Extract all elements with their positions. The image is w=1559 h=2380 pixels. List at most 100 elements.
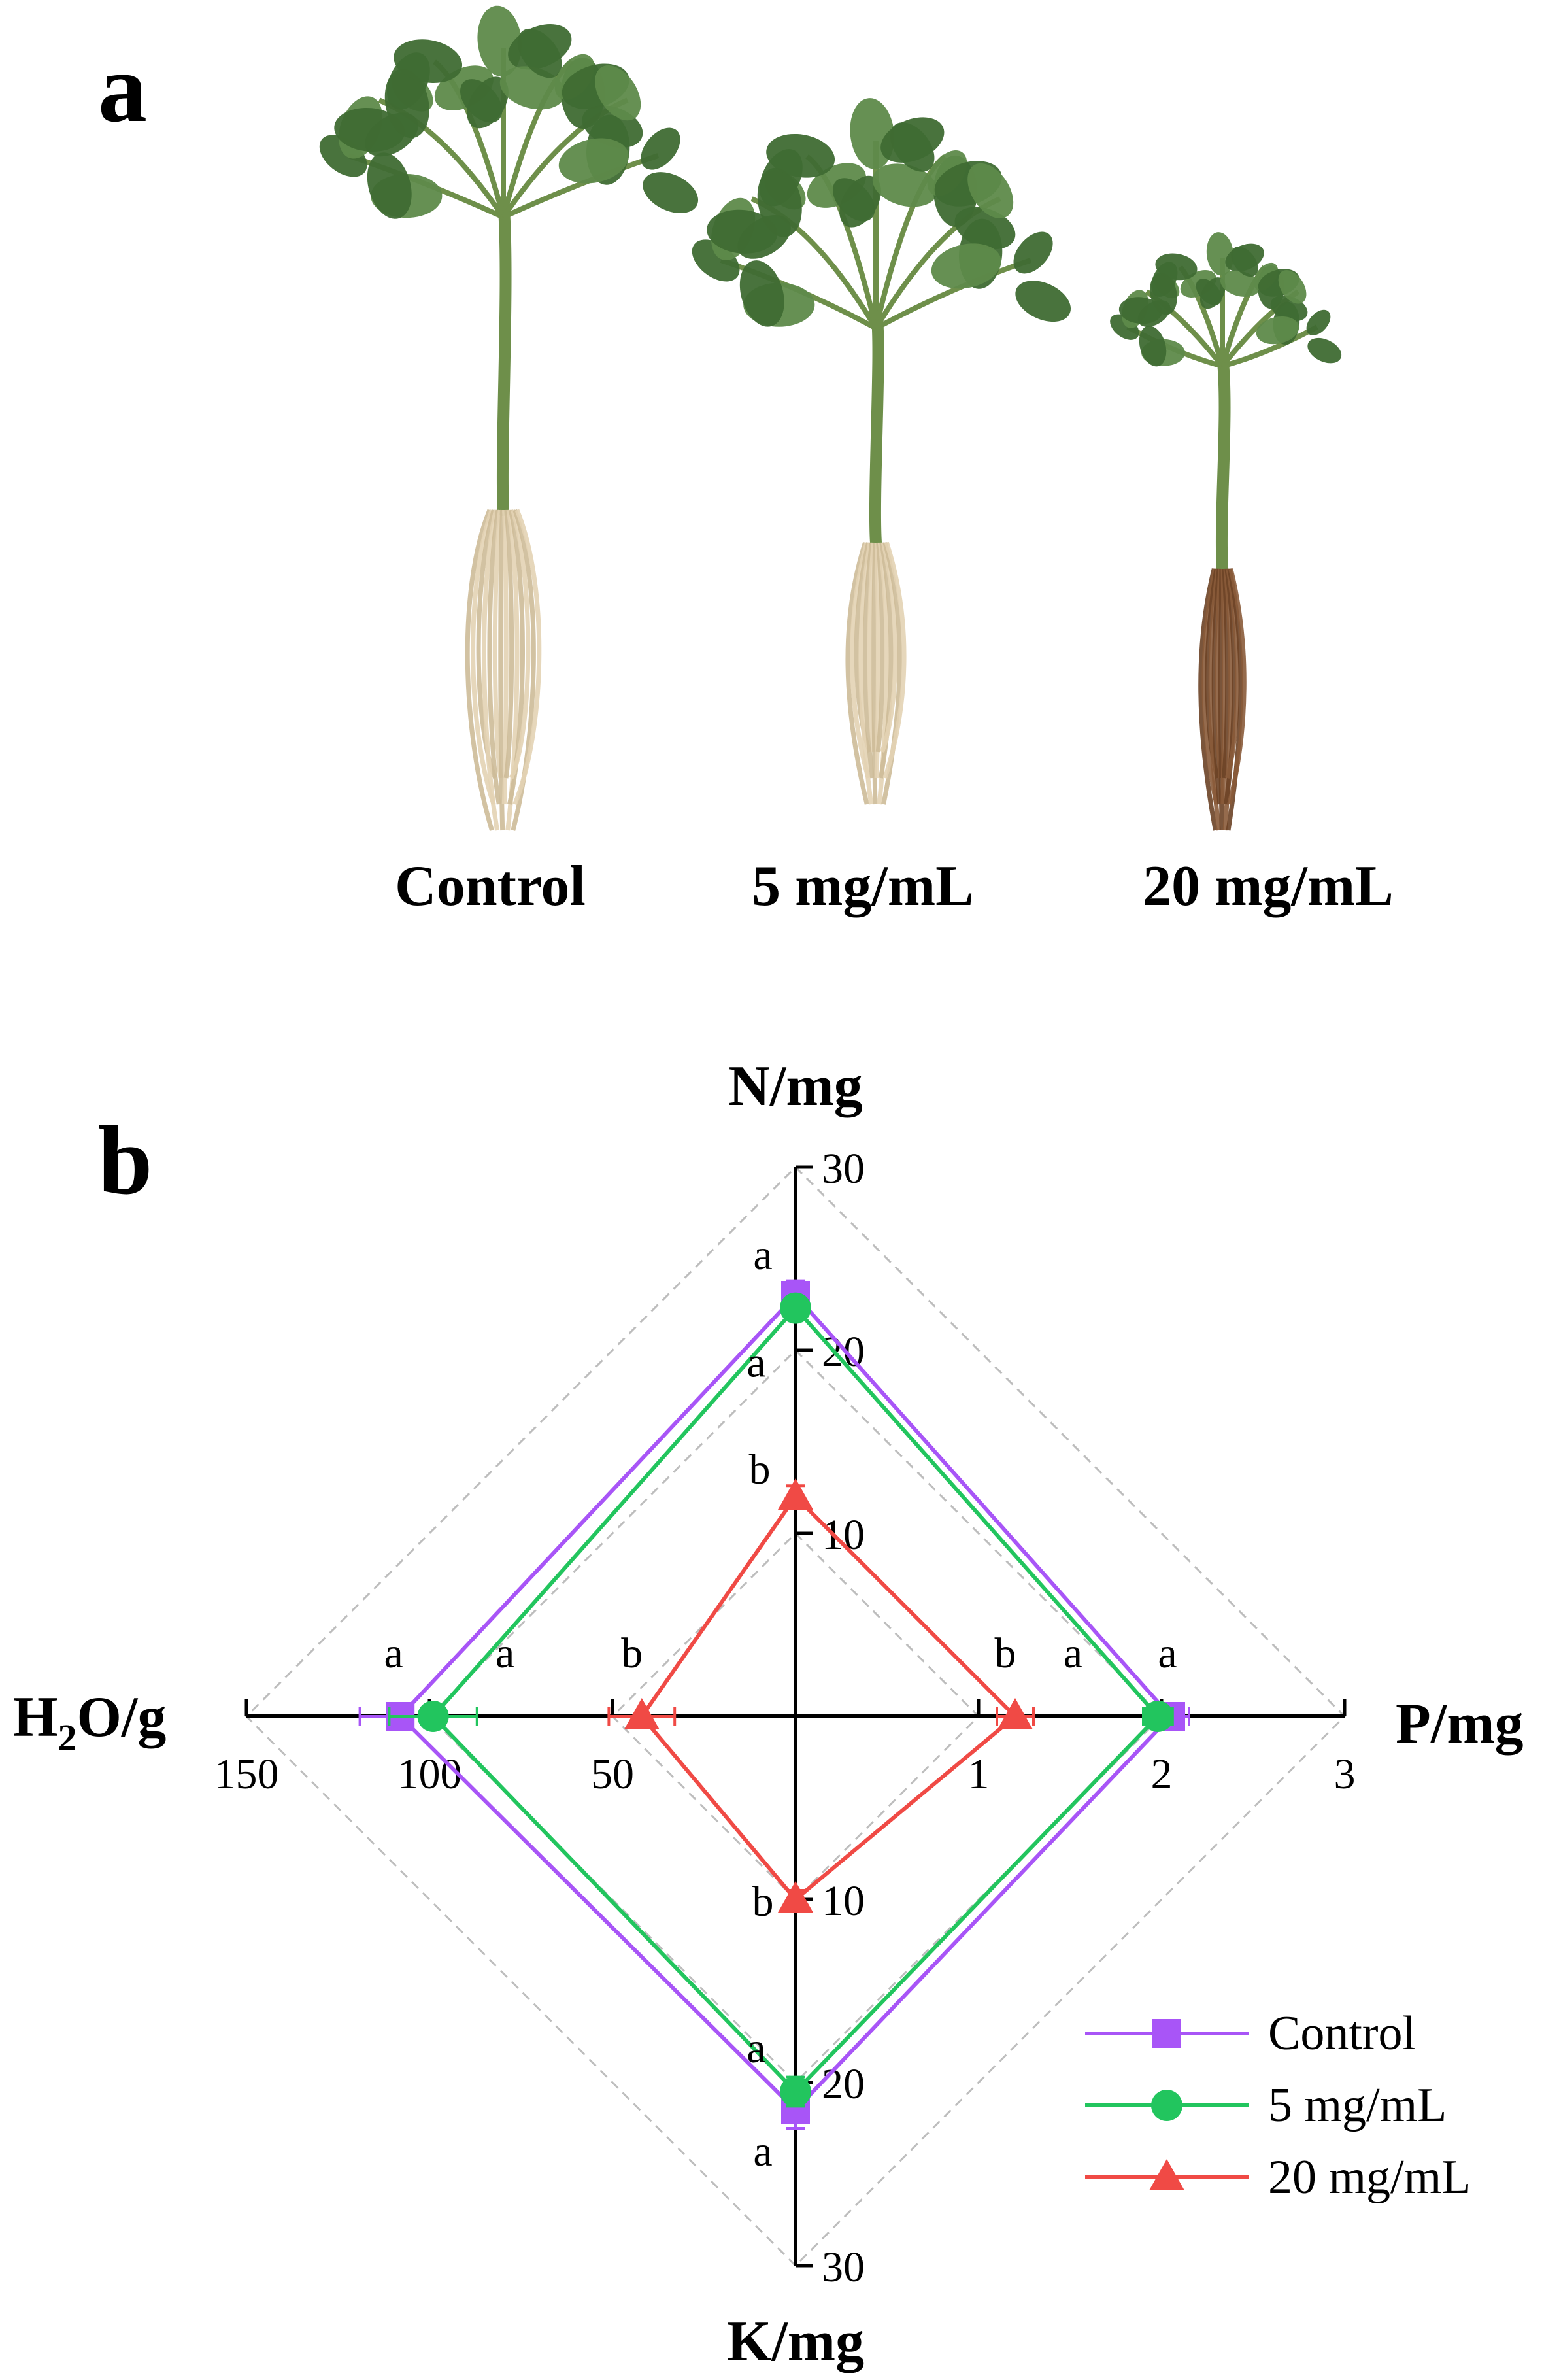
plant-root xyxy=(465,509,494,832)
plant-leaf xyxy=(394,39,463,84)
significance-letter: b xyxy=(995,1629,1016,1677)
plant-root xyxy=(481,509,500,831)
plant-label-control: Control xyxy=(395,855,586,918)
series-line xyxy=(397,1292,1174,2113)
marker-circle xyxy=(1142,1701,1174,1732)
axis-name-n: N/mg xyxy=(728,1055,862,1118)
plant-root xyxy=(498,509,505,831)
significance-letter: b xyxy=(749,1446,771,1493)
plant-root xyxy=(1227,568,1247,805)
plant-photo xyxy=(319,5,1342,832)
plant-leaf xyxy=(839,175,881,228)
panel-b-letter: b xyxy=(98,1106,153,1215)
marker-circle xyxy=(780,2076,811,2107)
series-20-mg-ml xyxy=(607,1478,1035,1912)
significance-letter: a xyxy=(495,1629,514,1677)
axis-name-k: K/mg xyxy=(727,2310,864,2373)
plant-stem xyxy=(496,196,512,516)
plant-20mg xyxy=(1110,232,1342,831)
plant-leaf xyxy=(1199,277,1226,309)
marker-circle xyxy=(780,1292,811,1324)
plant-root xyxy=(858,542,874,805)
marker-triangle xyxy=(778,1478,813,1510)
radar-tick-label: 2 xyxy=(1151,1750,1173,1798)
plant-control xyxy=(319,5,699,832)
legend-marker-circle xyxy=(1151,2090,1182,2121)
axis-name-h2o: H2O/g xyxy=(13,1686,166,1759)
radar-tick-label: 100 xyxy=(397,1750,462,1798)
radar-tick-label: 50 xyxy=(591,1750,634,1798)
plant-leaf xyxy=(766,133,835,178)
plant-5mg xyxy=(692,98,1071,805)
plant-root xyxy=(862,542,875,779)
plant-root xyxy=(471,509,496,806)
plant-root xyxy=(845,541,869,805)
legend-marker-square xyxy=(1152,2019,1181,2048)
significance-letter: a xyxy=(746,2024,765,2072)
plant-leaf xyxy=(1139,326,1167,367)
plant-leaf xyxy=(558,138,629,184)
plant-root xyxy=(503,509,514,779)
radar-tick-label: 30 xyxy=(822,1145,865,1193)
plant-branch xyxy=(502,153,660,220)
plant-root xyxy=(882,541,907,779)
plant-leaf xyxy=(1306,309,1331,335)
plant-leaf xyxy=(1231,246,1258,277)
plant-leaf xyxy=(739,260,784,327)
plant-label-20mg: 20 mg/mL xyxy=(1143,855,1394,918)
radar-tick-label: 1 xyxy=(968,1750,990,1798)
plant-root xyxy=(880,542,898,753)
plant-leaf xyxy=(1118,297,1162,324)
plant-root xyxy=(850,542,871,779)
significance-letter: a xyxy=(746,1339,765,1387)
plant-leaf xyxy=(872,163,938,207)
plant-leaf xyxy=(643,172,699,214)
radar-tick-label: 10 xyxy=(822,1511,865,1559)
plant-leaf xyxy=(1015,280,1071,322)
legend-label: 20 mg/mL xyxy=(1268,2150,1471,2204)
plant-leaf xyxy=(467,76,509,129)
plant-label-5mg: 5 mg/mL xyxy=(752,855,974,918)
radar-tick-label: 10 xyxy=(822,1877,865,1925)
plant-leaf xyxy=(890,122,935,172)
plant-leaf xyxy=(931,243,1001,289)
plant-leaf xyxy=(1307,337,1342,364)
radar-tick-label: 30 xyxy=(822,2243,865,2291)
plant-root xyxy=(492,509,503,779)
significance-letter: a xyxy=(753,1231,772,1279)
marker-triangle xyxy=(997,1698,1033,1729)
plant-leaf xyxy=(367,152,412,219)
plant-leaf xyxy=(334,107,405,152)
legend-label: 5 mg/mL xyxy=(1268,2079,1447,2132)
plant-root xyxy=(871,542,878,805)
plant-leaf xyxy=(641,128,680,170)
axis-name-p: P/mg xyxy=(1396,1692,1524,1756)
significance-letter: b xyxy=(621,1629,643,1677)
plant-leaf xyxy=(1256,316,1299,345)
marker-circle xyxy=(417,1701,449,1732)
plant-root xyxy=(509,509,531,779)
series-5-mg-ml xyxy=(388,1292,1174,2108)
legend-entry: Control xyxy=(1085,2007,1416,2060)
plant-branch xyxy=(875,258,1032,331)
plant-leaf xyxy=(1155,253,1198,280)
plant-leaf xyxy=(967,163,1014,219)
plant-leaf xyxy=(1013,231,1053,274)
plant-leaf xyxy=(1278,270,1307,304)
radar-tick-label: 150 xyxy=(214,1750,279,1798)
plant-root xyxy=(875,542,885,753)
plant-leaf xyxy=(1220,270,1260,298)
significance-letter: b xyxy=(752,1878,774,1926)
marker-triangle xyxy=(624,1698,660,1729)
plant-root xyxy=(487,509,501,805)
radar-tick-label: 3 xyxy=(1334,1750,1356,1798)
panel-a-letter: a xyxy=(98,34,147,143)
plant-stem xyxy=(1215,350,1231,575)
plant-leaf xyxy=(595,65,641,121)
plant-root xyxy=(512,509,542,806)
legend-entry: 20 mg/mL xyxy=(1085,2150,1471,2204)
legend-label: Control xyxy=(1268,2007,1416,2060)
plant-leaf xyxy=(517,28,562,78)
significance-letter: a xyxy=(753,2128,772,2175)
